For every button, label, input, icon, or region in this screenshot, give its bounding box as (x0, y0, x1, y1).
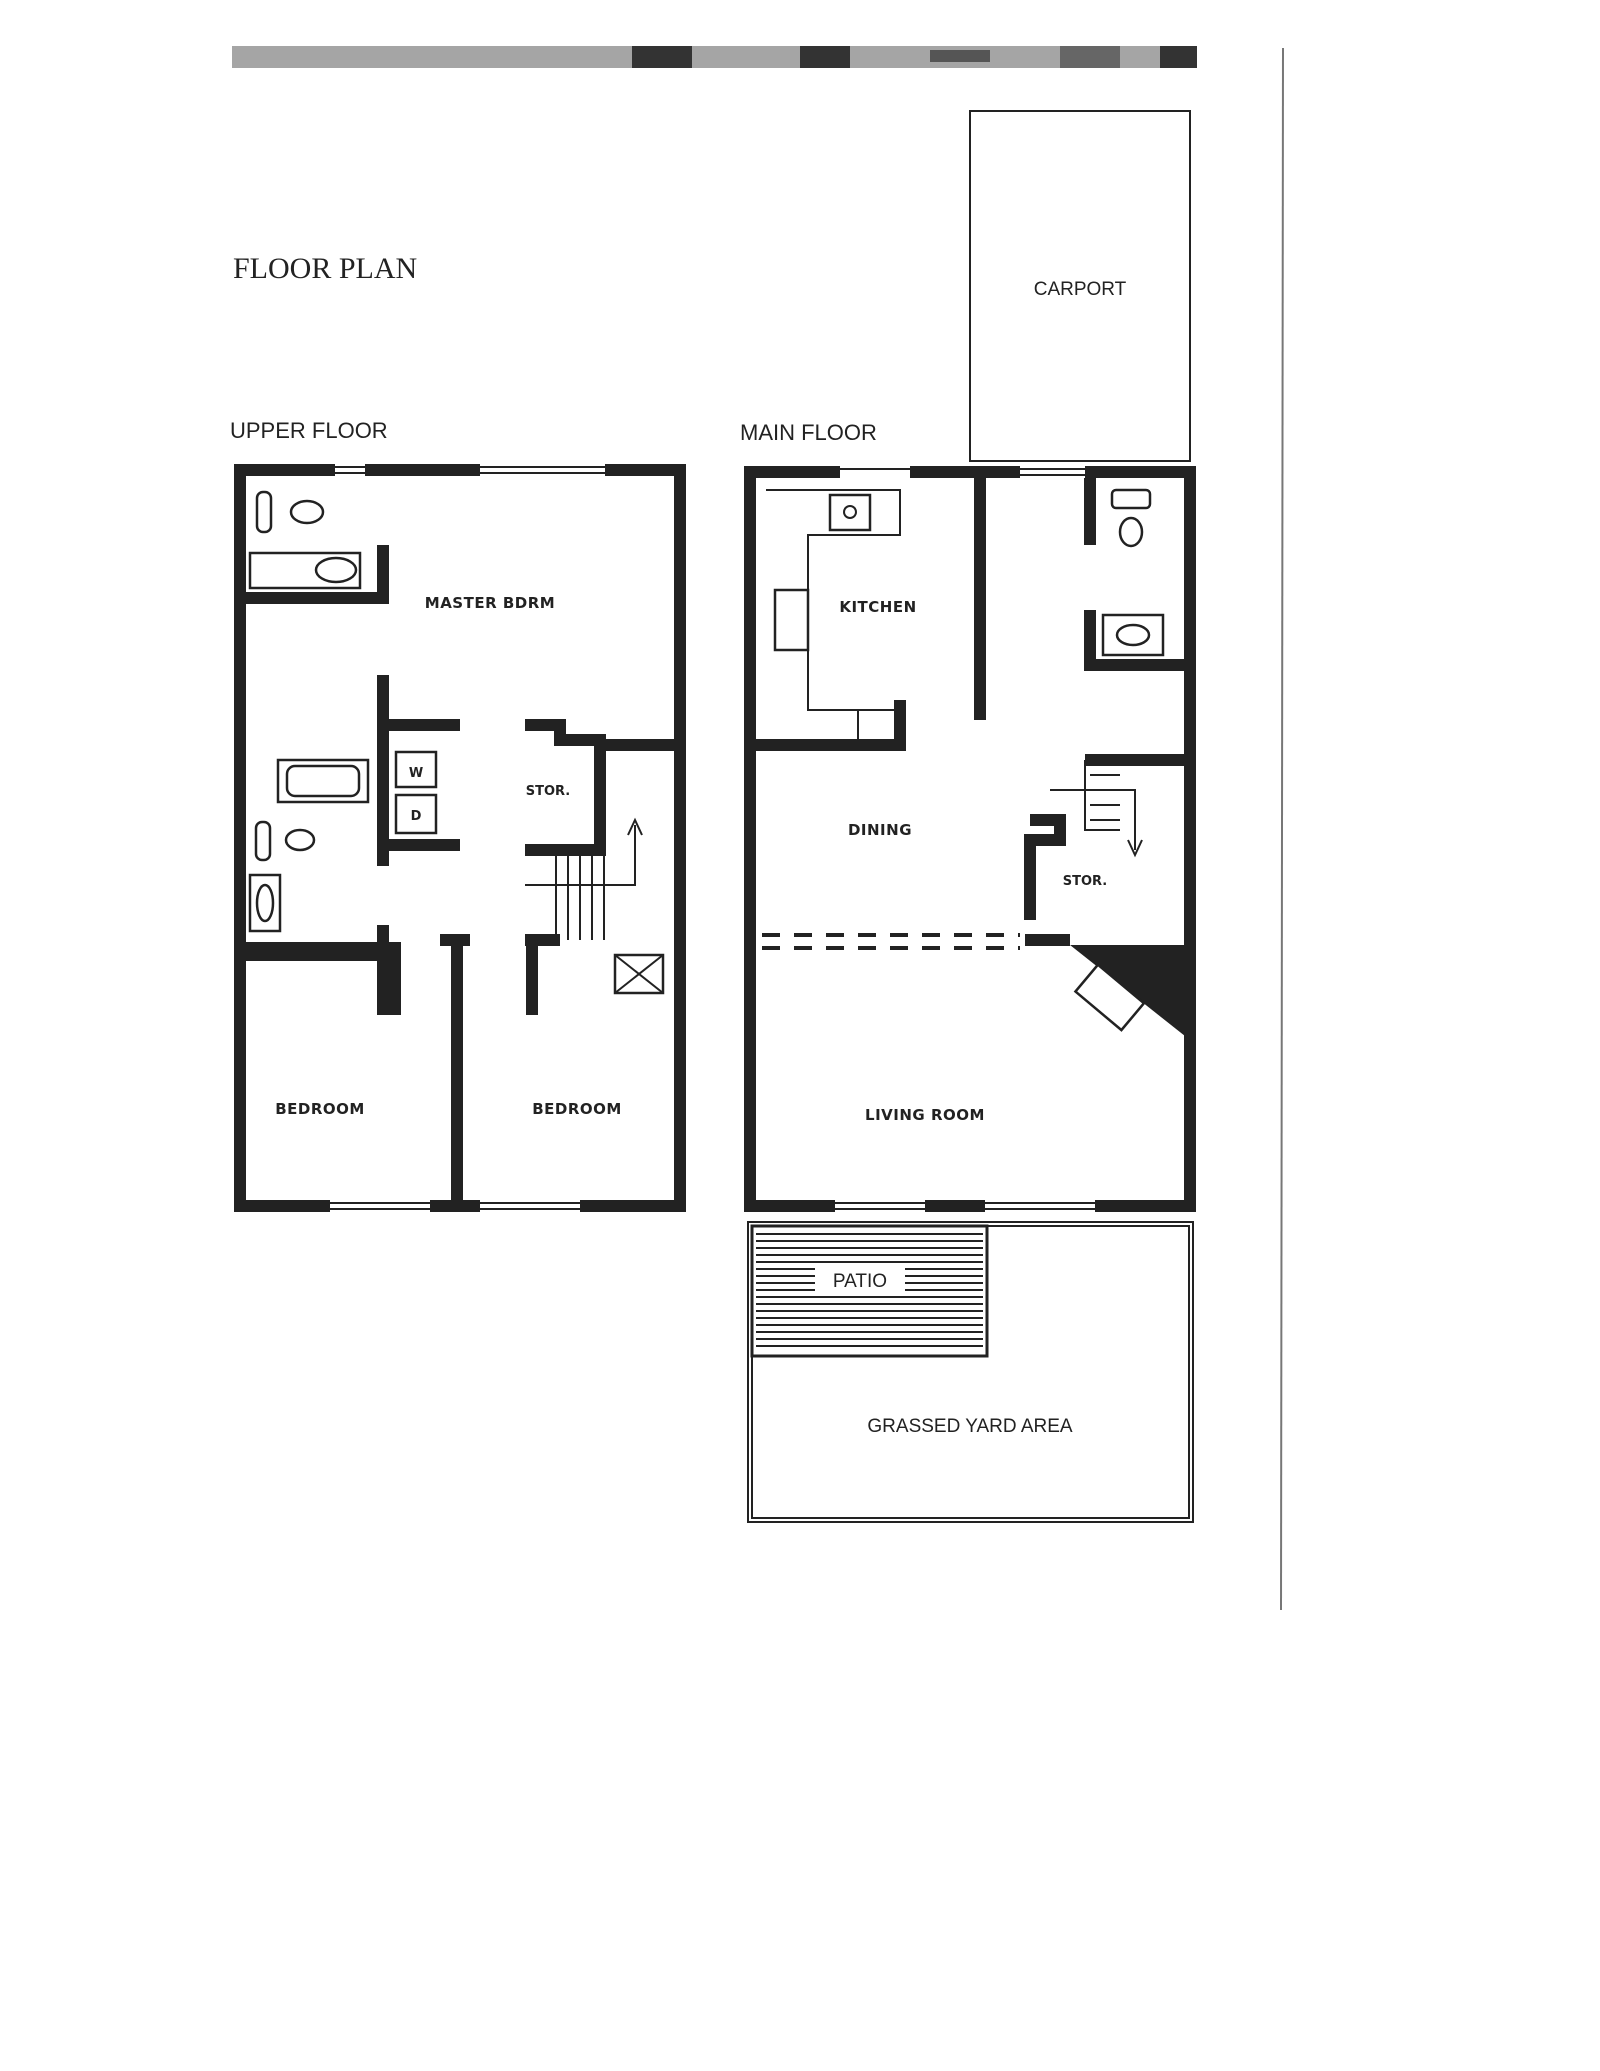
carport-label: CARPORT (1034, 279, 1127, 300)
dining-label: DINING (848, 821, 912, 839)
dryer-label: D (411, 809, 422, 824)
living-room-label: LIVING ROOM (865, 1106, 985, 1124)
page-title: FLOOR PLAN (233, 252, 417, 285)
washer-label: W (409, 766, 423, 781)
bedroom-left-label: BEDROOM (275, 1100, 365, 1118)
upper-floor-label: UPPER FLOOR (230, 418, 388, 443)
main-floor-plan: CARPORT KITCHEN (744, 110, 1196, 1523)
yard-area (747, 1221, 1194, 1523)
upper-storage-label: STOR. (526, 784, 570, 799)
scan-header-strip (232, 46, 1197, 68)
upper-floor-plan: W D STOR. (234, 464, 686, 1212)
patio-label: PATIO (833, 1271, 887, 1292)
scan-edge (1280, 47, 1284, 1611)
kitchen-label: KITCHEN (839, 598, 916, 616)
main-floor-label: MAIN FLOOR (740, 420, 877, 445)
carport-area (969, 110, 1191, 462)
yard-label: GRASSED YARD AREA (867, 1416, 1073, 1437)
main-storage-label: STOR. (1063, 874, 1107, 889)
master-bedroom-label: MASTER BDRM (425, 594, 555, 612)
bedroom-right-label: BEDROOM (532, 1100, 622, 1118)
patio-area (750, 1224, 989, 1358)
